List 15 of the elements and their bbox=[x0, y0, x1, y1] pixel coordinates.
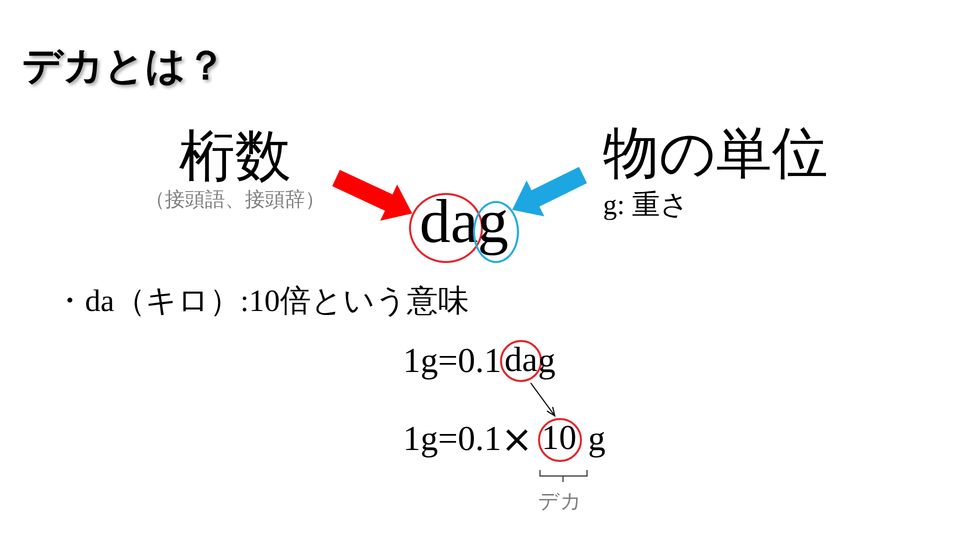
sub-label: g: 重さ bbox=[603, 192, 689, 220]
block-arrow bbox=[512, 166, 587, 216]
formula-text: 1g=0.1 bbox=[403, 420, 502, 456]
bracket-label: デカ bbox=[538, 491, 582, 512]
block-arrow bbox=[332, 170, 412, 221]
circled-text: 10 bbox=[538, 418, 582, 462]
heading: 物の単位 bbox=[603, 125, 828, 181]
heading: 桁数 bbox=[179, 128, 291, 184]
multiply-sign: × bbox=[501, 420, 533, 458]
title: デカとは？ bbox=[22, 46, 226, 86]
arrow bbox=[530, 382, 556, 416]
bullet-text: ・da（キロ）:10倍という意味 bbox=[54, 285, 469, 316]
formula-text: 1g=0.1 bbox=[403, 342, 502, 378]
formula-text: g bbox=[588, 420, 606, 456]
sub-label: （接頭語、接頭辞） bbox=[145, 190, 325, 210]
